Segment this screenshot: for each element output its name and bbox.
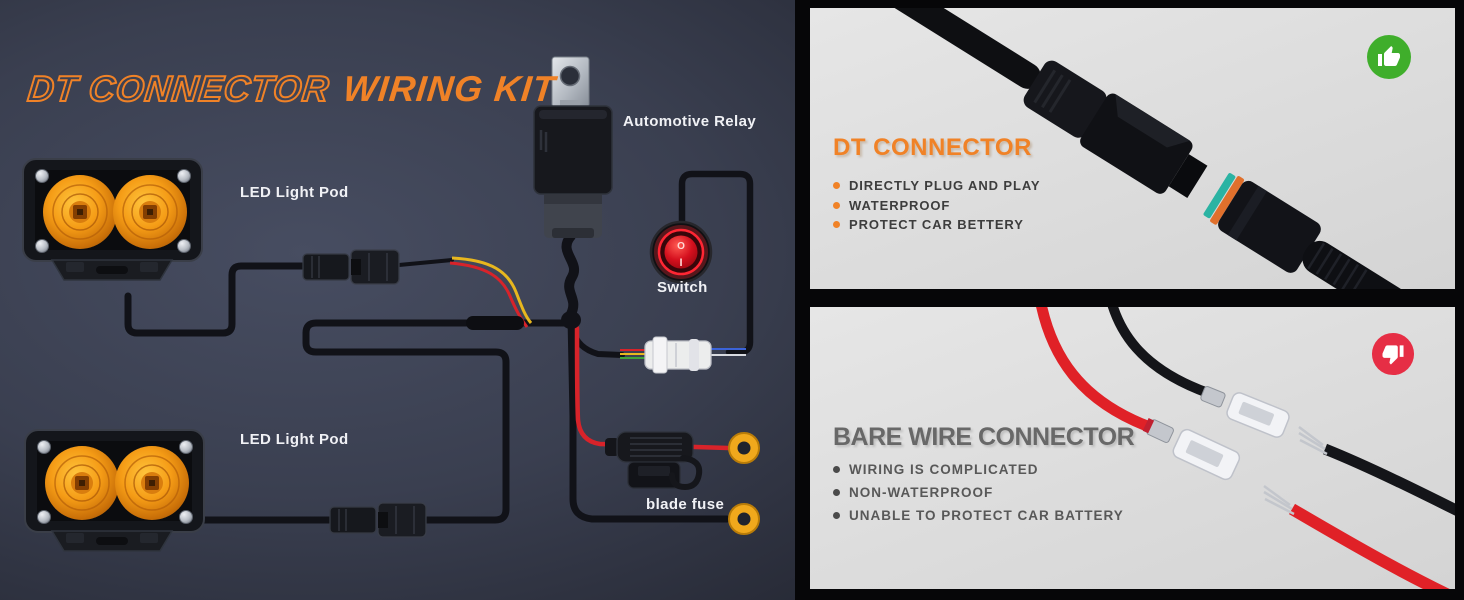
wiring-diagram-section: O I [0, 0, 797, 600]
svg-text:I: I [679, 257, 682, 269]
svg-text:O: O [677, 241, 685, 252]
thumbs-up-icon [1378, 46, 1400, 66]
bullet-item: WATERPROOF [833, 196, 1040, 216]
led-pod-bottom-bracket [51, 530, 173, 552]
label-led-pod-top: LED Light Pod [240, 184, 349, 201]
connector-strands [620, 348, 746, 359]
wire-sleeve [466, 316, 524, 330]
yellow-wire [451, 256, 533, 324]
dt-connector-bottom [329, 502, 427, 538]
title-solid-text: WIRING KIT [341, 68, 558, 110]
ring-terminals [728, 432, 760, 535]
panel-dt-connector: DT CONNECTOR DIRECTLY PLUG AND PLAY WATE… [810, 8, 1455, 289]
bullet-text: PROTECT CAR BETTERY [849, 217, 1024, 232]
label-fuse: blade fuse [646, 496, 725, 513]
panel-bare-wire: BARE WIRE CONNECTOR WIRING IS COMPLICATE… [810, 307, 1455, 589]
red-power-wire [574, 325, 731, 451]
bullet-text: WATERPROOF [849, 197, 951, 213]
led-pod-top [22, 158, 203, 262]
bullet-text: DIRECTLY PLUG AND PLAY [849, 178, 1041, 193]
dt-connector-top [302, 249, 400, 285]
bullet-item: UNABLE TO PROTECT CAR BATTERY [833, 504, 1124, 527]
label-switch: Switch [657, 279, 708, 296]
led-pod-top-bracket [51, 259, 173, 281]
bullet-dot [833, 466, 840, 473]
bullet-item: NON-WATERPROOF [833, 481, 1124, 504]
fuse-holder [605, 431, 703, 491]
comparison-section: DT CONNECTOR DIRECTLY PLUG AND PLAY WATE… [795, 0, 1464, 600]
thumbs-up-badge [1367, 35, 1411, 79]
title-outline-text: DT CONNECTOR [25, 67, 333, 110]
bad-panel-heading: BARE WIRE CONNECTOR [833, 423, 1135, 451]
bullet-dot [833, 201, 840, 209]
bare-wire-photo [1036, 307, 1455, 589]
bullet-dot [833, 512, 840, 519]
label-led-pod-bottom: LED Light Pod [240, 431, 349, 448]
wiring-diagram-art: O I [22, 56, 760, 552]
bullet-item: WIRING IS COMPLICATED [833, 458, 1124, 481]
wire-junction [561, 311, 581, 329]
led-pod-bottom [24, 429, 205, 533]
bullet-dot [833, 221, 840, 229]
good-panel-bullets: DIRECTLY PLUG AND PLAY WATERPROOF PROTEC… [833, 176, 1040, 235]
dt-connector-photo [829, 8, 1455, 289]
bullet-text: NON-WATERPROOF [849, 485, 994, 500]
rocker-switch: O I [649, 220, 713, 284]
wiring-harness [124, 170, 754, 524]
bullet-text: WIRING IS COMPLICATED [849, 462, 1039, 477]
thumbs-down-icon [1382, 345, 1404, 365]
bad-panel-bullets: WIRING IS COMPLICATED NON-WATERPROOF UNA… [833, 458, 1124, 527]
label-relay: Automotive Relay [623, 113, 757, 130]
good-panel-heading: DT CONNECTOR [833, 134, 1032, 161]
bullet-item: PROTECT CAR BETTERY [833, 215, 1040, 235]
bullet-text: UNABLE TO PROTECT CAR BATTERY [849, 508, 1124, 523]
switch-connector [644, 336, 712, 374]
automotive-relay [533, 56, 613, 238]
bullet-item: DIRECTLY PLUG AND PLAY [833, 176, 1040, 196]
bullet-dot [833, 489, 840, 496]
thumbs-down-badge [1371, 332, 1415, 376]
bullet-dot [833, 182, 840, 190]
